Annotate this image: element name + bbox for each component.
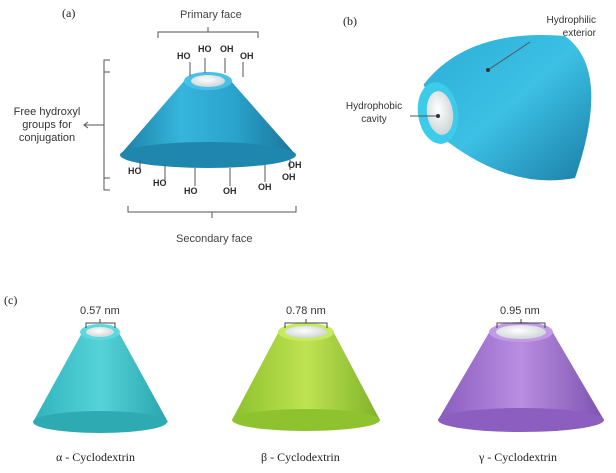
- hydroxyl-label: OH: [220, 44, 234, 54]
- secondary-face-bracket: [127, 206, 297, 213]
- hydrophilic-line: exterior: [562, 28, 596, 39]
- hydroxyl-label: OH: [258, 182, 272, 192]
- beta-cyclodextrin-cone: [232, 319, 380, 431]
- hydroxyl-label: OH: [282, 172, 296, 182]
- hydroxyl-label: HO: [184, 186, 198, 196]
- alpha-cyclodextrin-cone: [33, 319, 168, 433]
- hydroxyl-bracket: [96, 59, 110, 191]
- beta-size-label: 0.78 nm: [286, 305, 326, 317]
- hydroxyl-label: HO: [177, 51, 191, 61]
- secondary-face-label: Secondary face: [176, 233, 253, 245]
- beta-cyclodextrin-label: β - Cyclodextrin: [261, 450, 340, 464]
- hydrophobic-cavity-label: Hydrophobic cavity: [338, 100, 410, 126]
- cyclodextrin-cone: [120, 72, 296, 168]
- hydroxyl-label: OH: [288, 160, 302, 170]
- gamma-size-label: 0.95 nm: [500, 305, 540, 317]
- hydrophilic-exterior-label: Hydrophilic exterior: [516, 14, 596, 40]
- gamma-cyclodextrin-cone: [438, 319, 604, 432]
- hydroxyl-label: OH: [223, 186, 237, 196]
- hydroxyl-label: HO: [198, 44, 212, 54]
- panel-b: [410, 35, 592, 181]
- arrow-icon: [83, 121, 96, 129]
- hydrophilic-line: Hydrophilic: [546, 15, 596, 26]
- free-hydroxyl-line: groups for: [22, 119, 72, 131]
- panel-a-tag: (a): [62, 6, 76, 20]
- alpha-size-label: 0.57 nm: [80, 305, 120, 317]
- hydrophobic-line: Hydrophobic: [345, 101, 403, 112]
- hydroxyl-label: HO: [128, 166, 142, 176]
- free-hydroxyl-label: Free hydroxyl groups for conjugation: [8, 106, 86, 145]
- free-hydroxyl-line: Free hydroxyl: [13, 106, 81, 118]
- secondary-hydroxyls: [139, 160, 291, 186]
- free-hydroxyl-line: conjugation: [18, 132, 76, 144]
- primary-hydroxyls: [189, 58, 244, 77]
- hydrophobic-line: cavity: [361, 114, 387, 125]
- panel-a: [83, 27, 297, 218]
- panel-b-tag: (b): [343, 14, 357, 28]
- panel-c: [33, 319, 604, 433]
- gamma-cyclodextrin-label: γ - Cyclodextrin: [479, 450, 557, 464]
- hydroxyl-label: HO: [153, 178, 167, 188]
- hydrophilic-pointer: [487, 41, 531, 71]
- alpha-cyclodextrin-label: α - Cyclodextrin: [56, 450, 135, 464]
- panel-c-tag: (c): [4, 293, 18, 307]
- primary-face-label: Primary face: [180, 9, 242, 21]
- primary-face-bracket: [157, 31, 259, 38]
- hydroxyl-label: OH: [240, 51, 254, 61]
